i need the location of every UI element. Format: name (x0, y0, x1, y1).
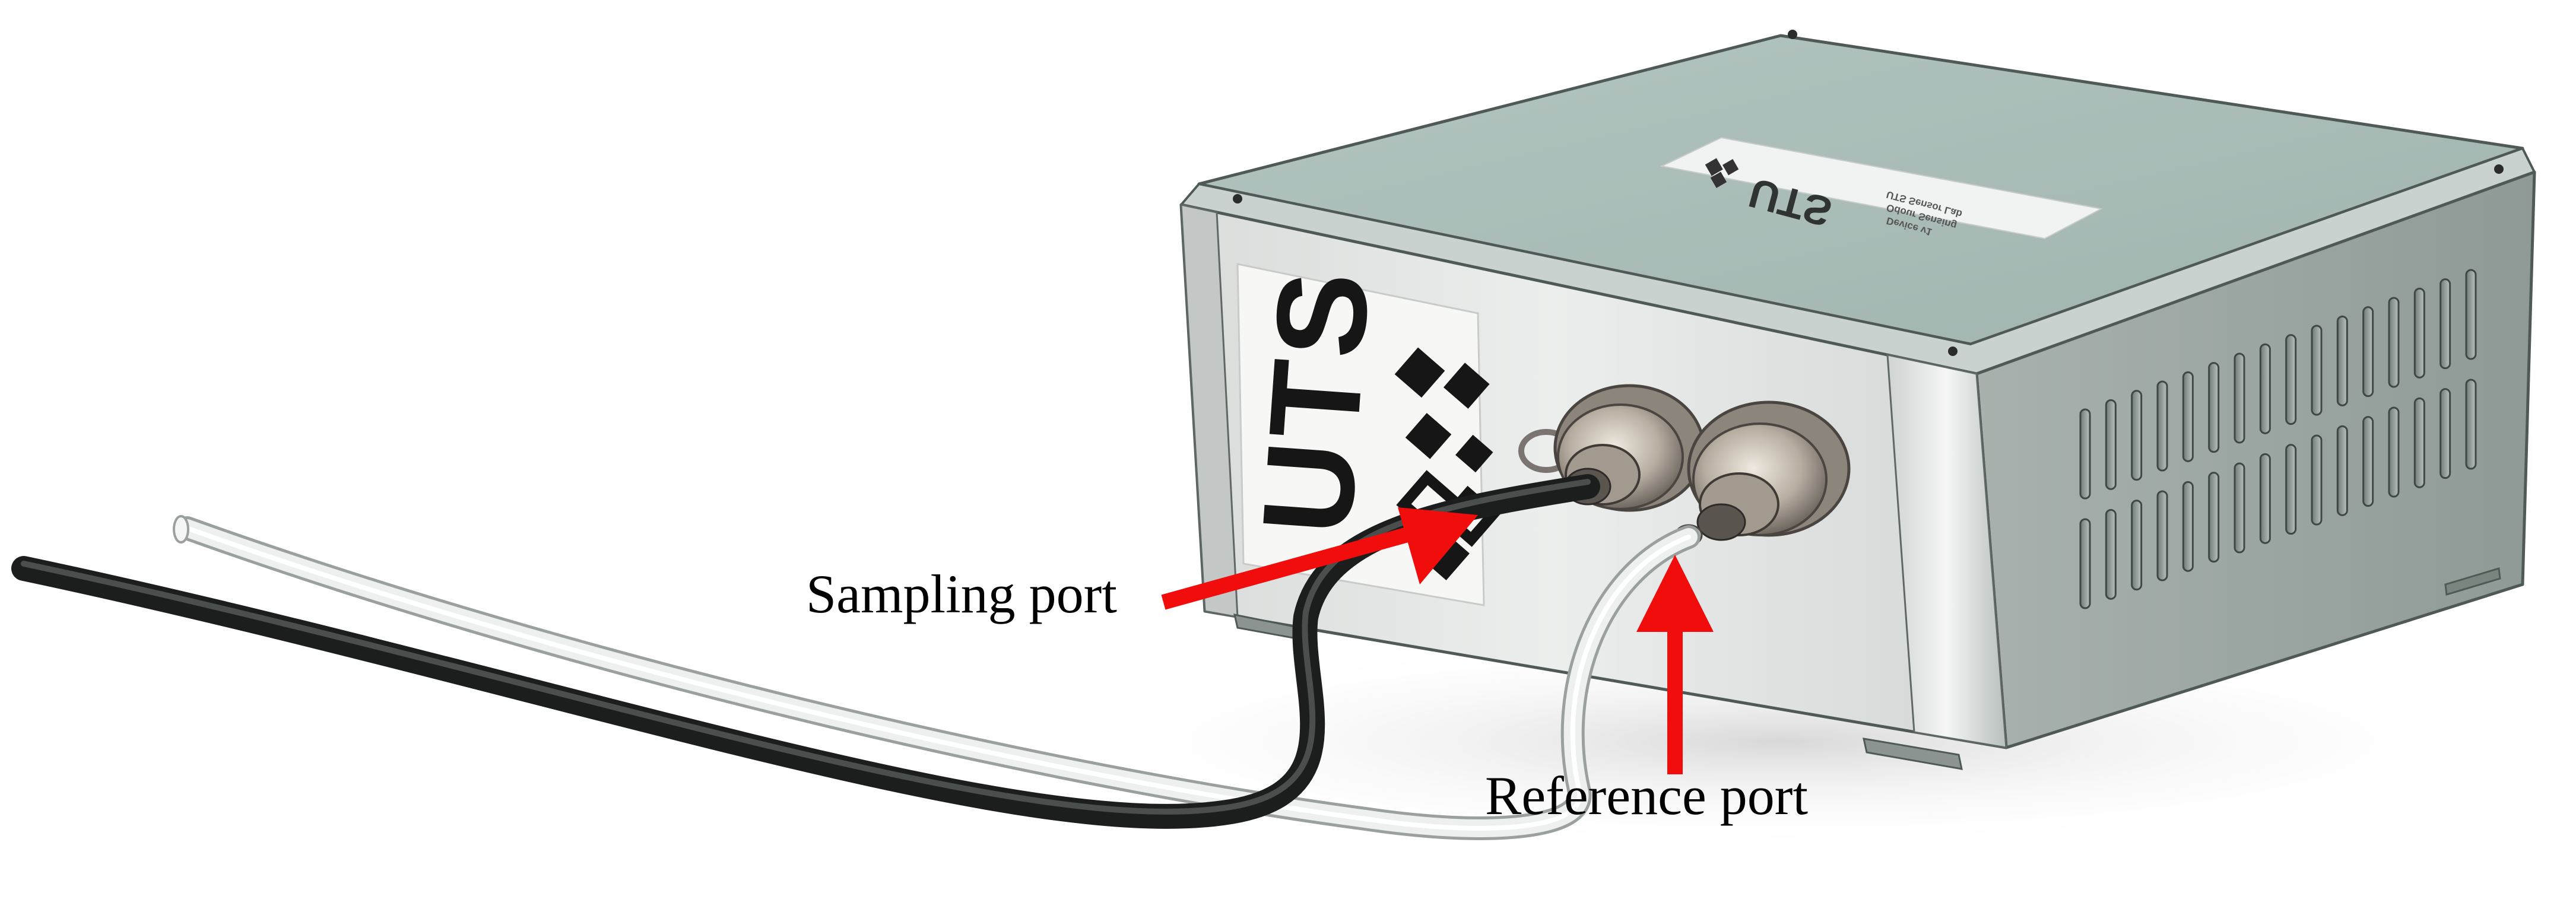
corner-strip (1886, 354, 2007, 749)
vent-slot (2285, 334, 2297, 425)
vent-slot (2285, 444, 2297, 535)
vent-slot (2259, 453, 2271, 544)
vent-slot (2439, 388, 2451, 479)
sampling-port-label: Sampling port (806, 564, 1117, 624)
front-logo-text: UTS (1235, 263, 1396, 539)
vent-slot (2413, 287, 2425, 379)
vent-slot (2131, 500, 2143, 591)
screw-hole (2494, 164, 2504, 174)
vent-slot (2234, 352, 2245, 444)
reference-callout-arrow (1636, 555, 1714, 774)
top-logo-mark (1705, 158, 1739, 188)
foot (1863, 738, 1963, 770)
vent-slot (2388, 406, 2400, 498)
vent-slot (2105, 508, 2117, 600)
vent-slot (2413, 397, 2425, 488)
vent-slot (2208, 362, 2220, 453)
vent-slot (2131, 390, 2143, 481)
side-vents (2079, 269, 2477, 609)
top-label (1660, 136, 2104, 240)
vent-slot (2465, 269, 2477, 360)
vent-slot (2336, 315, 2348, 406)
vent-slot (2208, 472, 2220, 563)
vent-slot (2336, 425, 2348, 516)
screw-hole (1233, 194, 1242, 204)
vent-slot (2311, 434, 2323, 526)
vent-slot (2182, 481, 2194, 572)
vent-slot (2105, 399, 2117, 490)
foot (2444, 567, 2501, 596)
screw-hole (1788, 30, 1797, 39)
vent-slot (2079, 408, 2091, 500)
vent-slot (2465, 379, 2477, 470)
vent-slot (2156, 490, 2168, 581)
vent-slot (2156, 380, 2168, 472)
vent-slot (2259, 343, 2271, 434)
vent-slot (2079, 518, 2091, 609)
vent-slot (2182, 371, 2194, 462)
screw-hole (1948, 347, 1958, 356)
vent-slot (2234, 462, 2245, 554)
reference-tube (173, 515, 1701, 840)
vent-slot (2362, 306, 2374, 398)
reference-port-label: Reference port (1485, 765, 1808, 826)
sampling-callout-arrow (1161, 507, 1478, 610)
vent-slot (2439, 278, 2451, 370)
reference-port-connector (1674, 401, 1851, 546)
vent-slot (2388, 297, 2400, 388)
vent-slot (2362, 416, 2374, 507)
vent-slot (2311, 325, 2323, 416)
